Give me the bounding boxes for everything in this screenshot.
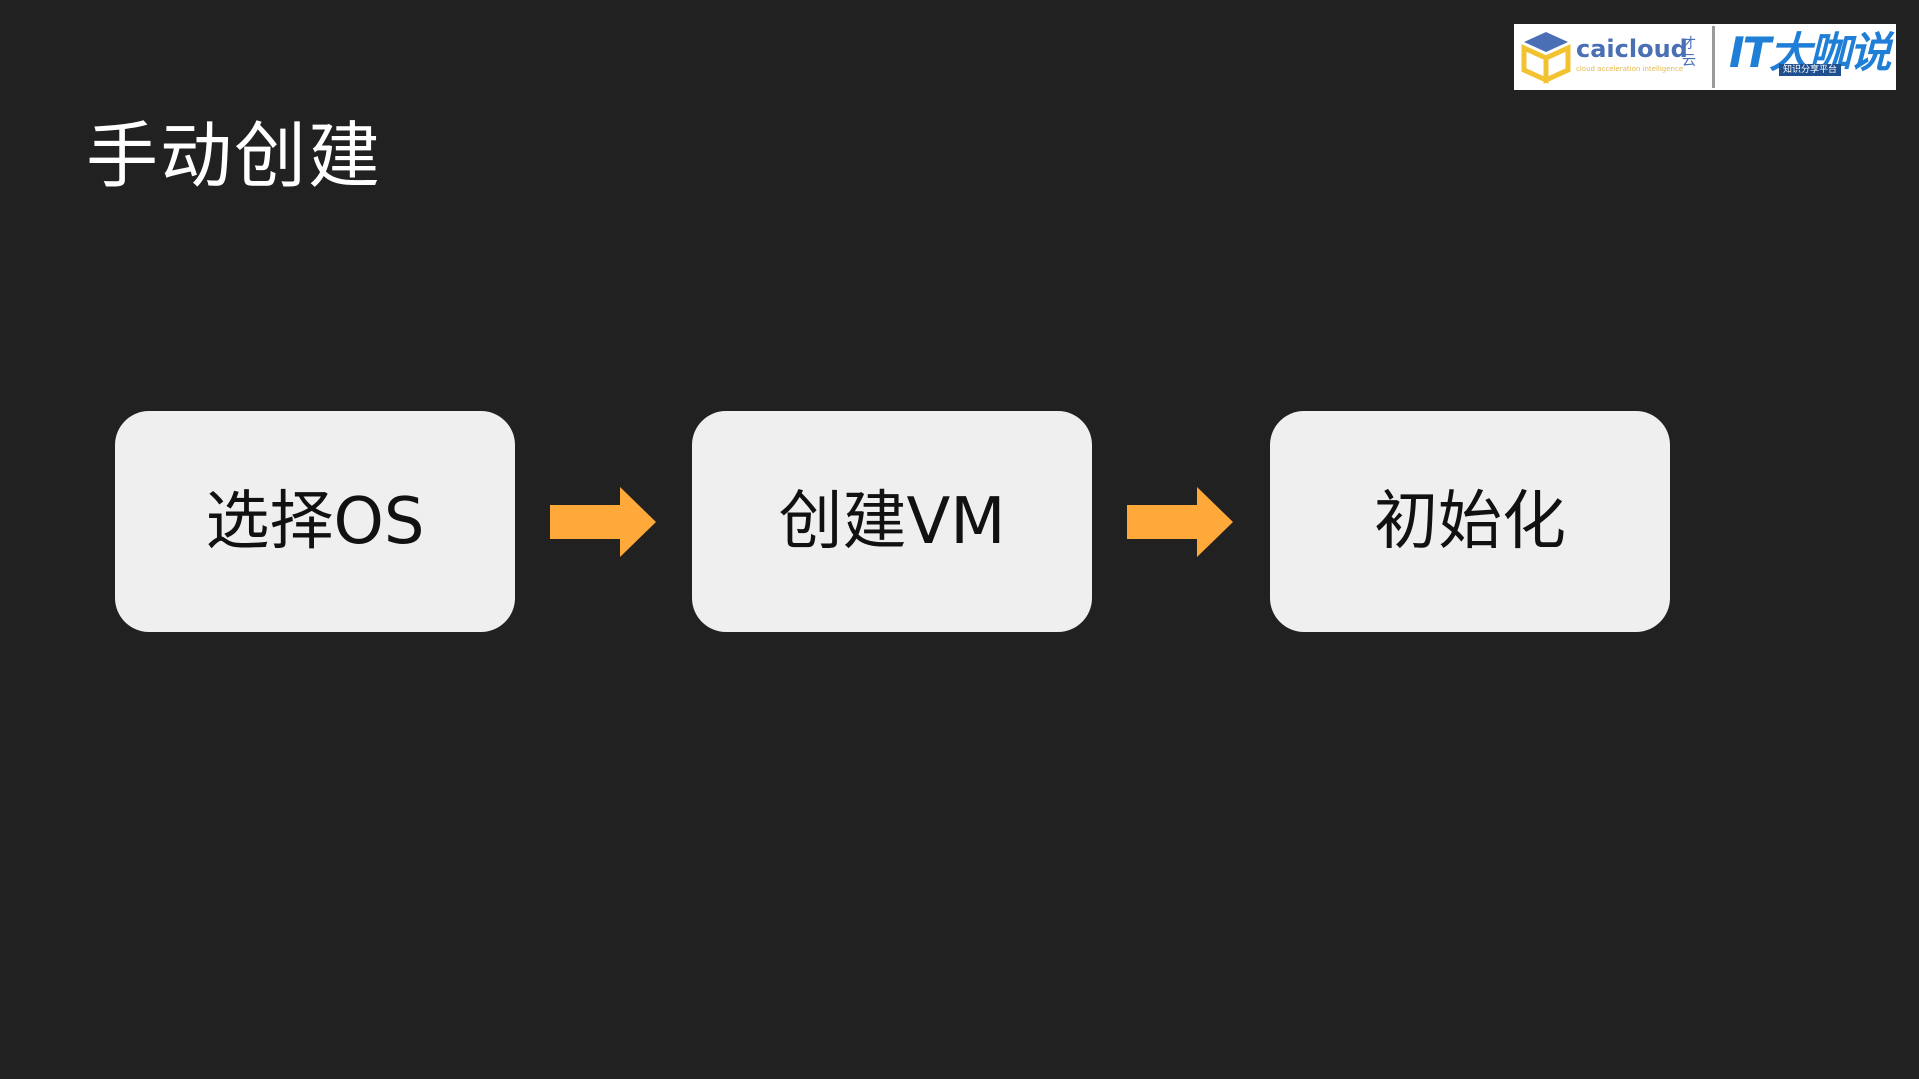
slide-title: 手动创建 xyxy=(86,114,383,198)
right-arrow-icon xyxy=(1127,487,1233,557)
flow-step-select-os: 选择OS xyxy=(115,411,515,632)
caicloud-wordmark: caicloud xyxy=(1576,35,1688,63)
itdakashuo-tagline: 知识分享平台 xyxy=(1779,64,1842,76)
logo-divider xyxy=(1712,26,1715,88)
flow-step-create-vm: 创建VM xyxy=(692,411,1092,632)
cube-logo-icon xyxy=(1521,32,1571,84)
logo-strip: caicloud 才云 cloud acceleration intellige… xyxy=(1514,24,1896,90)
caicloud-cn-mark: 才云 xyxy=(1682,36,1696,69)
caicloud-logo: caicloud 才云 cloud acceleration intellige… xyxy=(1514,24,1706,90)
caicloud-tagline: cloud acceleration intelligence xyxy=(1576,65,1684,73)
right-arrow-icon xyxy=(550,487,656,557)
itdakashuo-logo: IT大咖说 知识分享平台 xyxy=(1721,24,1896,90)
flow-step-initialize: 初始化 xyxy=(1270,411,1670,632)
